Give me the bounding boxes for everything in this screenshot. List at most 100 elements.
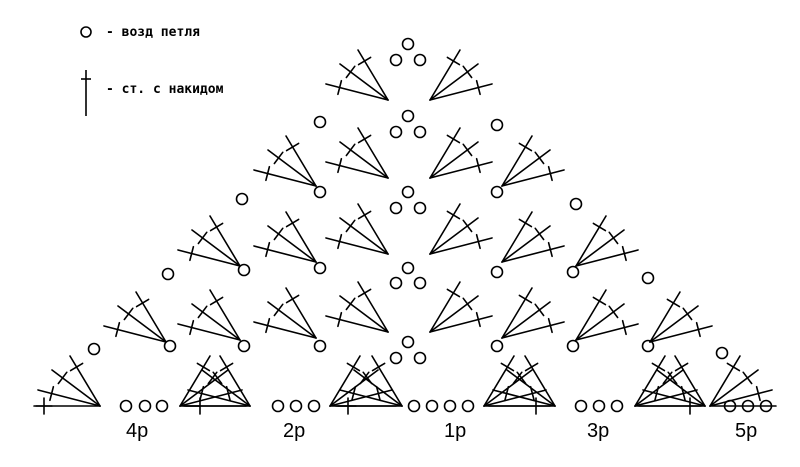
double-crochet-crossbar [197, 231, 208, 245]
double-crochet-crossbar [357, 288, 372, 298]
chain-stitch [413, 276, 427, 290]
double-crochet-stitch [483, 389, 547, 407]
double-crochet-stitch [209, 215, 241, 267]
double-crochet-stitch [656, 369, 706, 407]
double-crochet-stitch [501, 211, 533, 263]
double-crochet-stitch [357, 203, 389, 255]
double-crochet-stitch [709, 355, 741, 407]
chain-stitch [155, 399, 169, 413]
double-crochet-crossbar [285, 142, 300, 152]
chain-stitch [461, 399, 475, 413]
double-crochet-stitch [429, 217, 479, 255]
double-crochet-stitch [634, 355, 666, 407]
chain-stitch [161, 267, 175, 281]
double-crochet-stitch [339, 217, 389, 255]
double-crochet-crossbar [357, 134, 372, 144]
double-crochet-crossbar [475, 311, 481, 328]
double-crochet-crossbar [351, 385, 357, 402]
double-crochet-crossbar [518, 218, 533, 228]
chain-stitch [413, 53, 427, 67]
double-crochet-stitch [575, 229, 625, 267]
double-crochet-stitch [191, 303, 241, 341]
chain-stitch [641, 271, 655, 285]
double-crochet-crossbar [518, 294, 533, 304]
double-crochet-stitch [371, 355, 403, 407]
double-crochet-stitch [325, 161, 389, 179]
double-crochet-stitch [325, 83, 389, 101]
double-crochet-stitch [709, 369, 759, 407]
double-crochet-crossbar [219, 362, 234, 372]
chain-stitch [389, 125, 403, 139]
double-crochet-stitch [575, 215, 607, 267]
double-crochet-stitch [649, 291, 681, 343]
double-crochet-stitch [429, 83, 493, 101]
double-crochet-crossbar [285, 218, 300, 228]
stitch-symbols [33, 37, 777, 415]
double-crochet-crossbar [337, 79, 343, 96]
chain-stitch [389, 53, 403, 67]
double-crochet-stitch [179, 355, 211, 407]
double-crochet-crossbar [273, 227, 284, 241]
double-crochet-stitch [117, 305, 167, 343]
double-crochet-crossbar [189, 245, 195, 262]
chain-stitch [235, 192, 249, 206]
chain-stitch [271, 399, 285, 413]
chain-stitch [566, 265, 580, 279]
row-label-4: 4р [126, 420, 148, 442]
double-crochet-stitch [501, 135, 533, 187]
double-crochet-stitch [575, 249, 639, 267]
chain-stitch [413, 351, 427, 365]
double-crochet-crossbar [357, 210, 372, 220]
double-crochet-crossbar [726, 362, 741, 372]
double-crochet-crossbar [273, 151, 284, 165]
double-crochet-crossbar [265, 165, 271, 182]
double-crochet-stitch [429, 203, 461, 255]
chain-stitch [574, 399, 588, 413]
double-crochet-crossbar [621, 319, 627, 336]
double-crochet-crossbar [359, 371, 370, 385]
double-crochet-crossbar [608, 305, 619, 319]
legend-chain-label: - возд петля [106, 24, 200, 40]
row-label-2: 2р [283, 420, 305, 442]
double-crochet-crossbar [475, 233, 481, 250]
double-crochet-stitch [357, 127, 389, 179]
double-crochet-stitch [357, 281, 389, 333]
double-crochet-crossbar [534, 151, 545, 165]
chain-stitch [401, 261, 415, 275]
double-crochet-stitch [357, 49, 389, 101]
double-crochet-stitch [501, 287, 533, 339]
chain-stitch [307, 399, 321, 413]
double-crochet-crossbar [196, 362, 211, 372]
double-crochet-stitch [339, 389, 403, 407]
double-crochet-crossbar [682, 307, 693, 321]
double-crochet-stitch [253, 169, 317, 187]
double-crochet-stitch [483, 355, 515, 407]
double-crochet-crossbar [273, 303, 284, 317]
chain-stitch [443, 399, 457, 413]
double-crochet-stitch [177, 249, 241, 267]
double-crochet-crossbar [654, 385, 660, 402]
chain-stitch [389, 351, 403, 365]
double-crochet-crossbar [346, 362, 361, 372]
double-crochet-crossbar [357, 56, 372, 66]
double-crochet-stitch [69, 355, 101, 407]
double-crochet-stitch [187, 389, 251, 407]
chain-stitch [490, 185, 504, 199]
double-crochet-stitch [267, 301, 317, 339]
double-crochet-crossbar [462, 297, 473, 311]
double-crochet-crossbar [547, 165, 553, 182]
double-crochet-stitch [103, 325, 167, 343]
double-crochet-crossbar [57, 371, 68, 385]
double-crochet-crossbar [209, 222, 224, 232]
legend-chain: - возд петля [78, 24, 200, 40]
double-crochet-stitch [339, 295, 389, 333]
double-crochet-stitch [37, 389, 101, 407]
chain-stitch [490, 339, 504, 353]
double-crochet-crossbar [446, 56, 461, 66]
double-crochet-stitch [575, 289, 607, 341]
chain-stitch [715, 346, 729, 360]
double-crochet-crossbar [115, 321, 121, 338]
chain-stitch [163, 339, 177, 353]
chain-stitch [401, 109, 415, 123]
double-crochet-crossbar [49, 385, 55, 402]
